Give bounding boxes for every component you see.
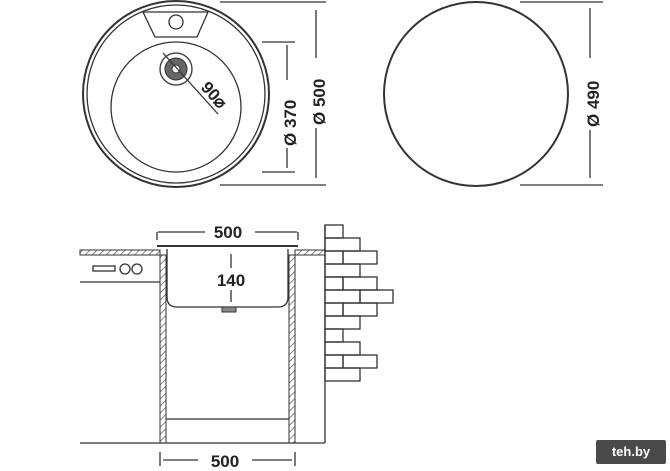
countertop-right <box>294 249 326 256</box>
brick-wall <box>324 224 394 443</box>
svg-text:Ø 370: Ø 370 <box>281 100 300 146</box>
svg-text:Ø 500: Ø 500 <box>310 79 329 125</box>
stove-display-icon <box>92 265 116 272</box>
drain-outlet <box>221 306 237 313</box>
sink-inner-rim <box>86 4 266 184</box>
depth-label: 140 <box>217 271 245 290</box>
cutout-diameter-label: Ø 490 <box>584 81 603 127</box>
countertop-left <box>79 249 161 256</box>
cabinet-wall-right <box>288 254 296 444</box>
tap-hole <box>168 14 184 30</box>
sink-outer-rim <box>82 0 270 188</box>
cutout-circle <box>383 1 569 187</box>
tap-platform <box>141 11 209 38</box>
stove-knob-icon <box>131 263 143 275</box>
outer-diameter-dimension: Ø 500 <box>220 1 329 186</box>
drain-diameter-label: 90⌀ <box>197 78 231 113</box>
side-view: 500 140 <box>79 223 394 471</box>
cabinet-width-label: 500 <box>211 452 239 471</box>
sink-top-view: 90⌀ Ø 370 Ø 500 <box>82 0 329 188</box>
cabinet-wall-left <box>159 254 167 444</box>
watermark-logo: teh.by <box>596 440 666 464</box>
top-width-label: 500 <box>214 223 242 242</box>
stove-knob-icon <box>119 263 131 275</box>
cutout-view: Ø 490 <box>383 1 603 187</box>
drain-outer <box>159 52 193 86</box>
drain-leader-line <box>162 52 219 115</box>
bowl-outline <box>110 41 242 173</box>
bowl-diameter-dimension: Ø 370 <box>262 41 300 173</box>
